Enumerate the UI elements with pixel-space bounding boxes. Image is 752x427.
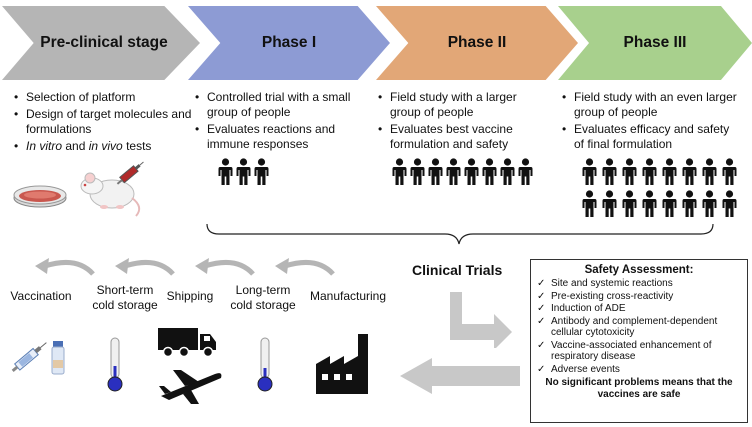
chevron-preclinical: Pre-clinical stage (2, 6, 200, 80)
person-icon (662, 190, 677, 217)
phase-1-bullets: Controlled trial with a small group of p… (195, 90, 355, 154)
safety-item: Adverse events (537, 364, 743, 376)
left-arrow-icon (400, 358, 520, 394)
phase-3-bullet: Evaluates efficacy and safety of final f… (562, 122, 737, 152)
person-icon (254, 158, 269, 185)
safety-list: Site and systemic reactions Pre-existing… (537, 278, 743, 375)
phase-1-bullet: Evaluates reactions and immune responses (195, 122, 355, 152)
person-icon (602, 190, 617, 217)
preclinical-bullet: Selection of platform (14, 90, 199, 105)
person-icon (642, 190, 657, 217)
person-icon (518, 158, 533, 185)
safety-item: Induction of ADE (537, 303, 743, 315)
chevron-phase-2: Phase II (376, 6, 578, 80)
person-icon (392, 158, 407, 185)
person-icon (464, 158, 479, 185)
chevron-phase-3: Phase III (558, 6, 752, 80)
phase-2-bullet: Evaluates best vaccine formulation and s… (378, 122, 538, 152)
preclinical-bullet-tests: In vitro and in vivo tests (14, 139, 199, 154)
person-icon (702, 158, 717, 185)
airplane-icon (159, 370, 222, 404)
person-icon (622, 190, 637, 217)
vaccination-label: Vaccination (10, 289, 72, 303)
truck-icon (158, 328, 216, 358)
person-icon (410, 158, 425, 185)
shipping-label: Shipping (166, 289, 214, 303)
phase-3-title: Phase III (623, 33, 687, 51)
preclinical-title: Pre-clinical stage (40, 33, 168, 51)
preclinical-bullet: Design of target molecules and formulati… (14, 107, 199, 137)
person-icon (682, 158, 697, 185)
manufacturing-label: Manufacturing (309, 289, 387, 303)
person-icon (582, 158, 597, 185)
safety-item: Pre-existing cross-reactivity (537, 291, 743, 303)
thermometer-icon (257, 337, 273, 392)
person-icon (662, 158, 677, 185)
phase-1-title: Phase I (261, 33, 317, 51)
phase-3-bullet: Field study with an even larger group of… (562, 90, 737, 120)
safety-item: Vaccine-associated enhancement of respir… (537, 340, 743, 363)
mouse-icon (80, 172, 141, 217)
tests-text: tests (122, 139, 152, 153)
phase-3-people (582, 158, 742, 218)
petri-dish-icon (13, 185, 67, 208)
person-icon (236, 158, 251, 185)
person-icon (722, 158, 737, 185)
person-icon (622, 158, 637, 185)
preclinical-bullets: Selection of platform Design of target m… (14, 90, 199, 156)
person-icon (446, 158, 461, 185)
phase-2-people (392, 158, 536, 186)
vaccination-syringe-icon (11, 342, 47, 373)
person-icon (722, 190, 737, 217)
person-icon (500, 158, 515, 185)
curved-arrows (35, 258, 335, 276)
syringe-icon (116, 161, 144, 185)
l-arrow-icon (450, 292, 512, 348)
chevron-phase-1: Phase I (188, 6, 390, 80)
in-vitro-text: In vitro (26, 139, 63, 153)
in-vivo-text: in vivo (88, 139, 123, 153)
phase-2-bullets: Field study with a larger group of peopl… (378, 90, 538, 154)
safety-assessment-box: Safety Assessment: Site and systemic rea… (530, 259, 748, 423)
short-term-storage-label: Short-term cold storage (92, 283, 158, 312)
long-term-storage-label: Long-term cold storage (230, 283, 296, 312)
vial-icon (51, 341, 65, 375)
and-text: and (62, 139, 89, 153)
factory-icon (316, 334, 368, 394)
phase-1-bullet: Controlled trial with a small group of p… (195, 90, 355, 120)
person-icon (642, 158, 657, 185)
person-icon (428, 158, 443, 185)
phase-1-people (218, 158, 272, 186)
thermometer-icon (107, 337, 123, 392)
person-icon (682, 190, 697, 217)
person-icon (482, 158, 497, 185)
phase-2-title: Phase II (447, 33, 507, 51)
clinical-trials-label: Clinical Trials (412, 262, 503, 278)
phase-3-bullets: Field study with an even larger group of… (562, 90, 737, 154)
safety-title: Safety Assessment: (584, 264, 694, 276)
safety-item: Site and systemic reactions (537, 278, 743, 290)
person-icon (218, 158, 233, 185)
person-icon (582, 190, 597, 217)
phase-2-bullet: Field study with a larger group of peopl… (378, 90, 538, 120)
safety-conclusion: No significant problems means that the v… (545, 377, 733, 400)
clinical-trials-brace (206, 223, 714, 245)
safety-item: Antibody and complement-dependent cellul… (537, 316, 743, 339)
person-icon (702, 190, 717, 217)
person-icon (602, 158, 617, 185)
